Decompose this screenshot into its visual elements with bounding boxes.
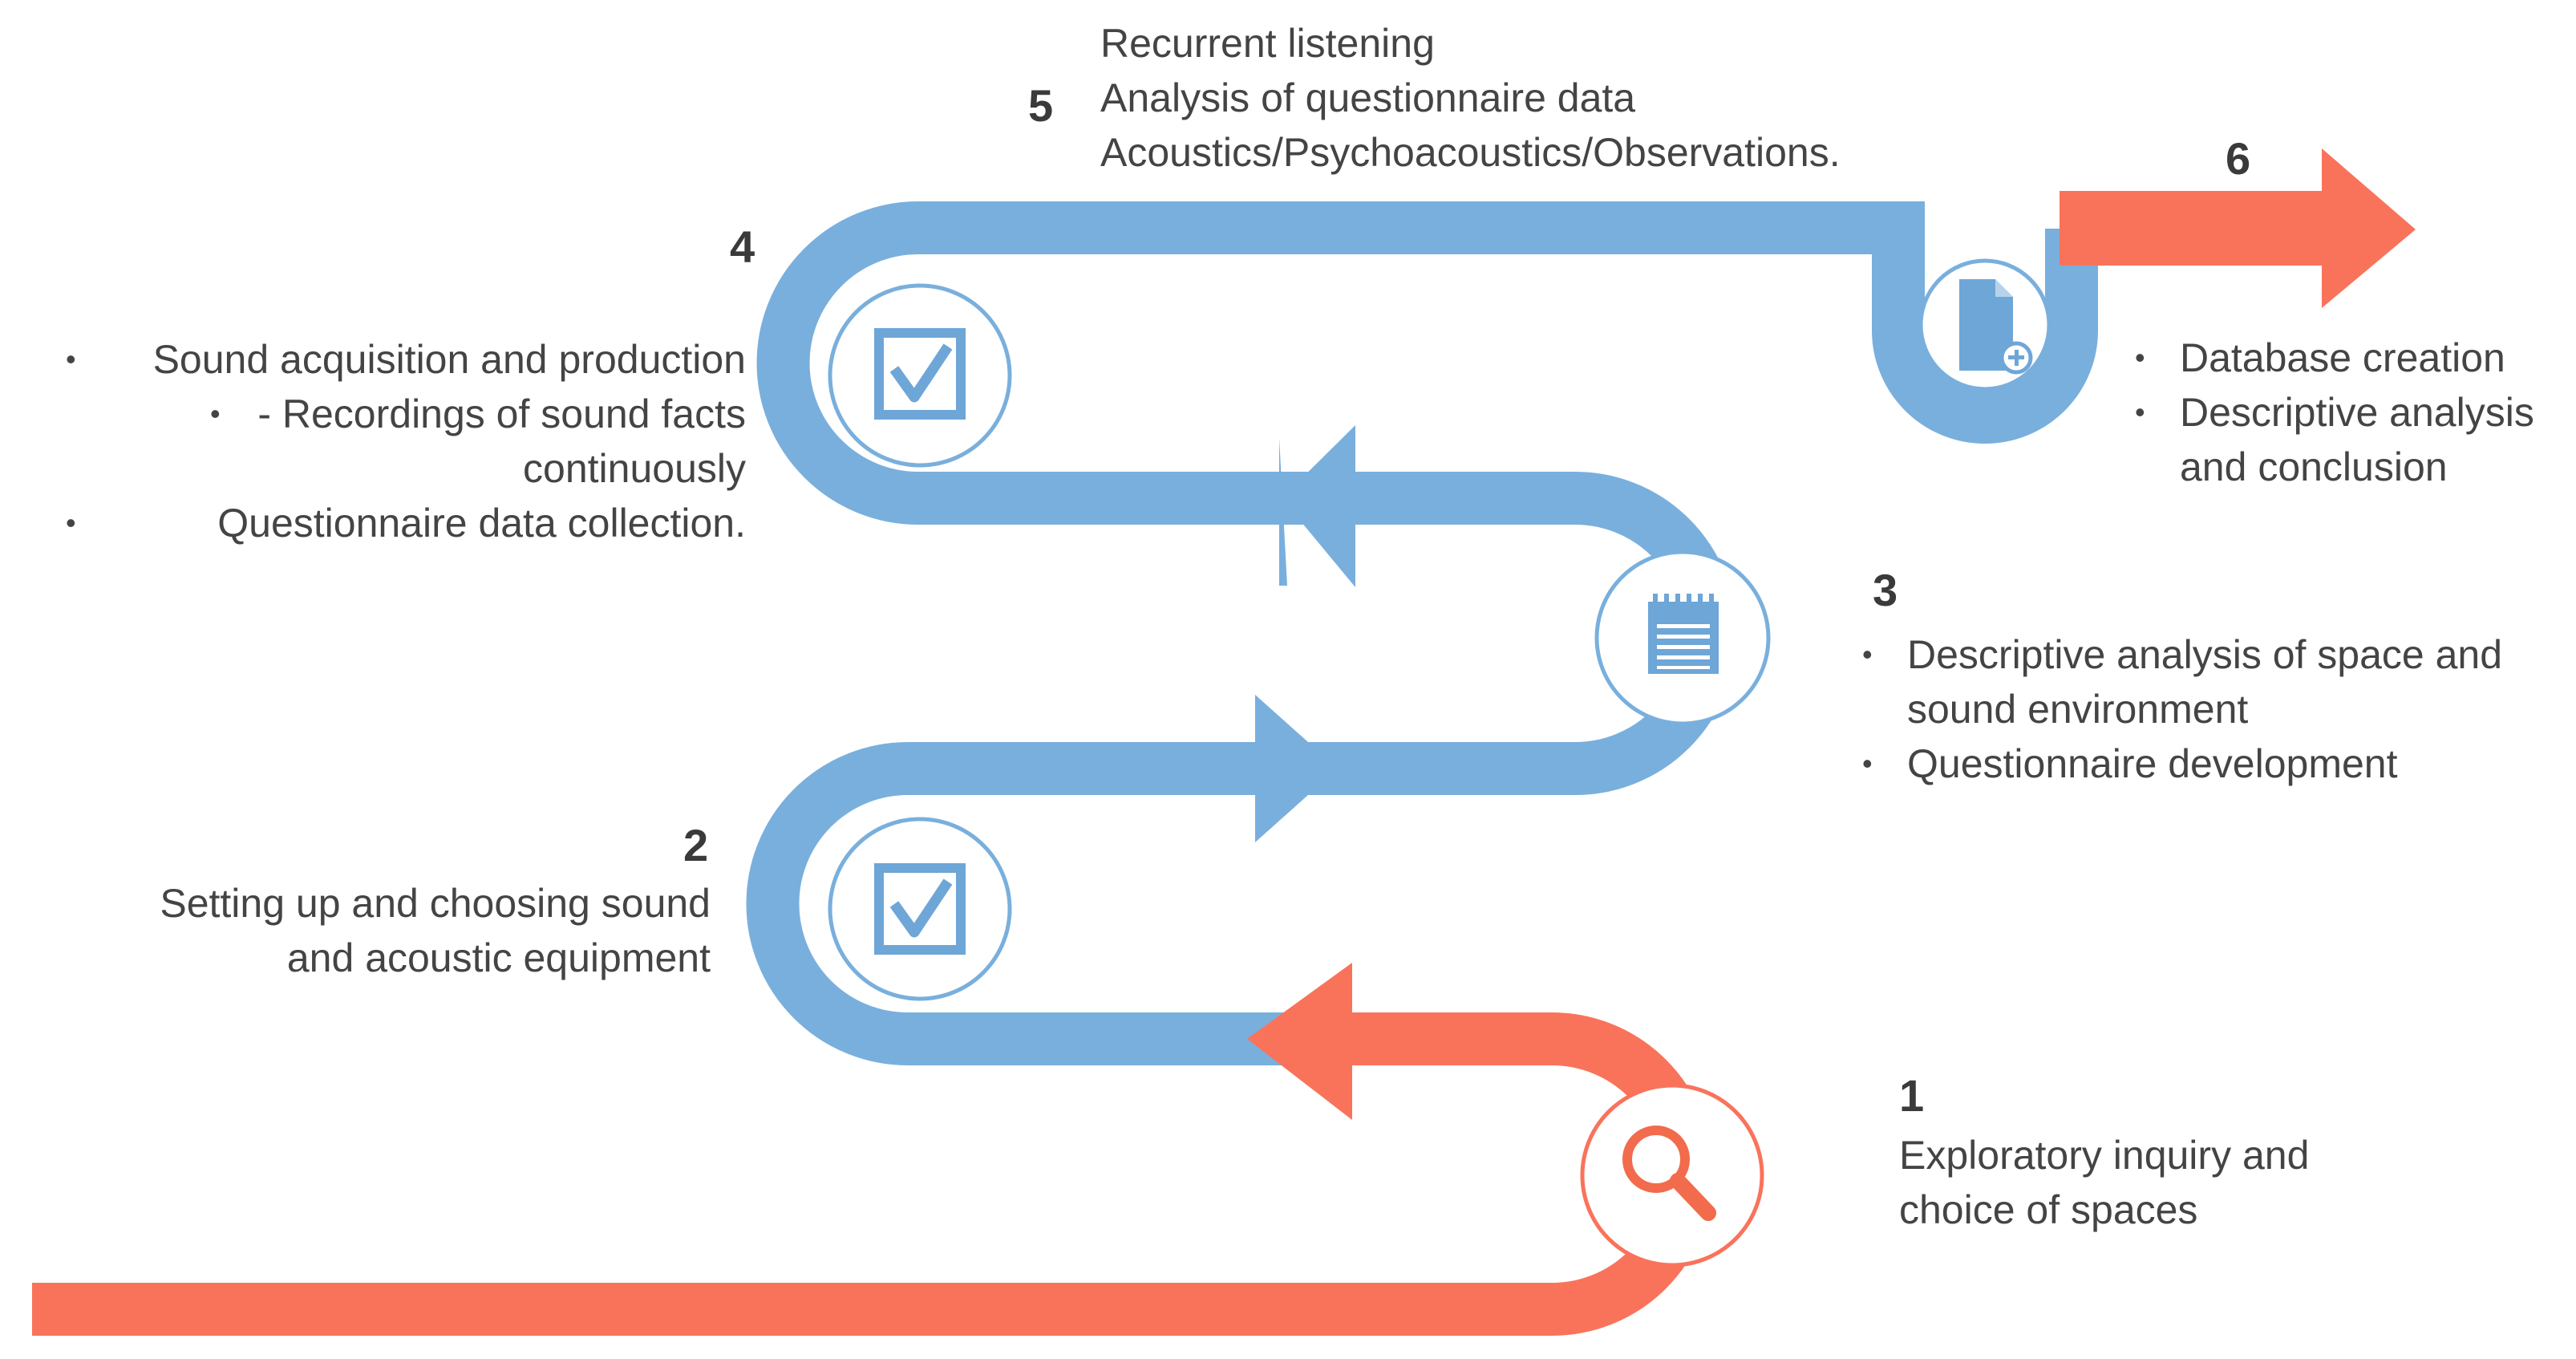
arrow-right-end-icon <box>2060 148 2416 308</box>
step-6-text: Database creation Descriptive analysis a… <box>2132 331 2565 494</box>
step-1-line-1: Exploratory inquiry and <box>1899 1133 2310 1178</box>
step-5-line-1: Recurrent listening <box>1100 21 1435 66</box>
step-4-bullet-1: Sound acquisition and production <box>66 332 746 387</box>
step-3-bullet-1: Descriptive analysis of space and sound … <box>1859 627 2573 736</box>
arrow-left-upper-icon <box>1282 425 1355 587</box>
step-1-text: Exploratory inquiry and choice of spaces <box>1899 1128 2309 1237</box>
icon-circle-step3 <box>1594 550 1771 726</box>
step-5-line-2: Analysis of questionnaire data <box>1100 75 1636 120</box>
step-1-number: 1 <box>1899 1070 1925 1121</box>
checkbox-icon <box>874 863 966 955</box>
step-3-text: Descriptive analysis of space and sound … <box>1859 627 2573 791</box>
step-3-bullet-2: Questionnaire development <box>1859 736 2573 791</box>
icon-circle-step4 <box>828 283 1012 468</box>
icon-circle-step5 <box>1918 258 2051 391</box>
step-4-text: Sound acquisition and production - Recor… <box>66 332 746 550</box>
icon-circle-step1 <box>1580 1083 1764 1268</box>
step-5-number: 5 <box>1028 80 1054 131</box>
checkbox-icon <box>874 328 966 420</box>
step-2-text: Setting up and choosing sound and acoust… <box>64 876 711 985</box>
icon-circle-step2 <box>828 817 1012 1001</box>
step-5-line-3: Acoustics/Psychoacoustics/Observations. <box>1100 130 1841 175</box>
orange-road <box>32 1012 1714 1336</box>
arrow-left-lower-icon <box>1247 963 1352 1120</box>
step-4-bullet-2: - Recordings of sound facts continuously <box>210 387 746 496</box>
step-3-number: 3 <box>1873 565 1898 615</box>
step-2-line-1: Setting up and choosing sound <box>160 881 711 926</box>
step-2-line-2: and acoustic equipment <box>286 935 711 980</box>
magnifier-icon <box>1622 1126 1716 1221</box>
road-segment-upper <box>746 201 2098 1065</box>
step-6-bullet-2: Descriptive analysis and conclusion <box>2132 385 2565 494</box>
arrow-right-middle-icon <box>1255 695 1338 842</box>
road-segment-lower <box>32 1012 1714 1336</box>
blue-road <box>746 201 2098 1065</box>
step-4-number: 4 <box>730 221 755 272</box>
arrow-left-icon <box>1279 438 1287 586</box>
step-1-line-2: choice of spaces <box>1899 1187 2198 1232</box>
step-2-number: 2 <box>683 820 709 870</box>
step-5-text: Recurrent listening Analysis of question… <box>1100 16 1841 180</box>
step-6-number: 6 <box>2226 133 2251 184</box>
notepad-icon <box>1648 594 1719 674</box>
step-4-bullet-3: Questionnaire data collection. <box>66 496 746 550</box>
document-add-icon <box>1959 279 2033 375</box>
step-6-bullet-1: Database creation <box>2132 331 2565 385</box>
